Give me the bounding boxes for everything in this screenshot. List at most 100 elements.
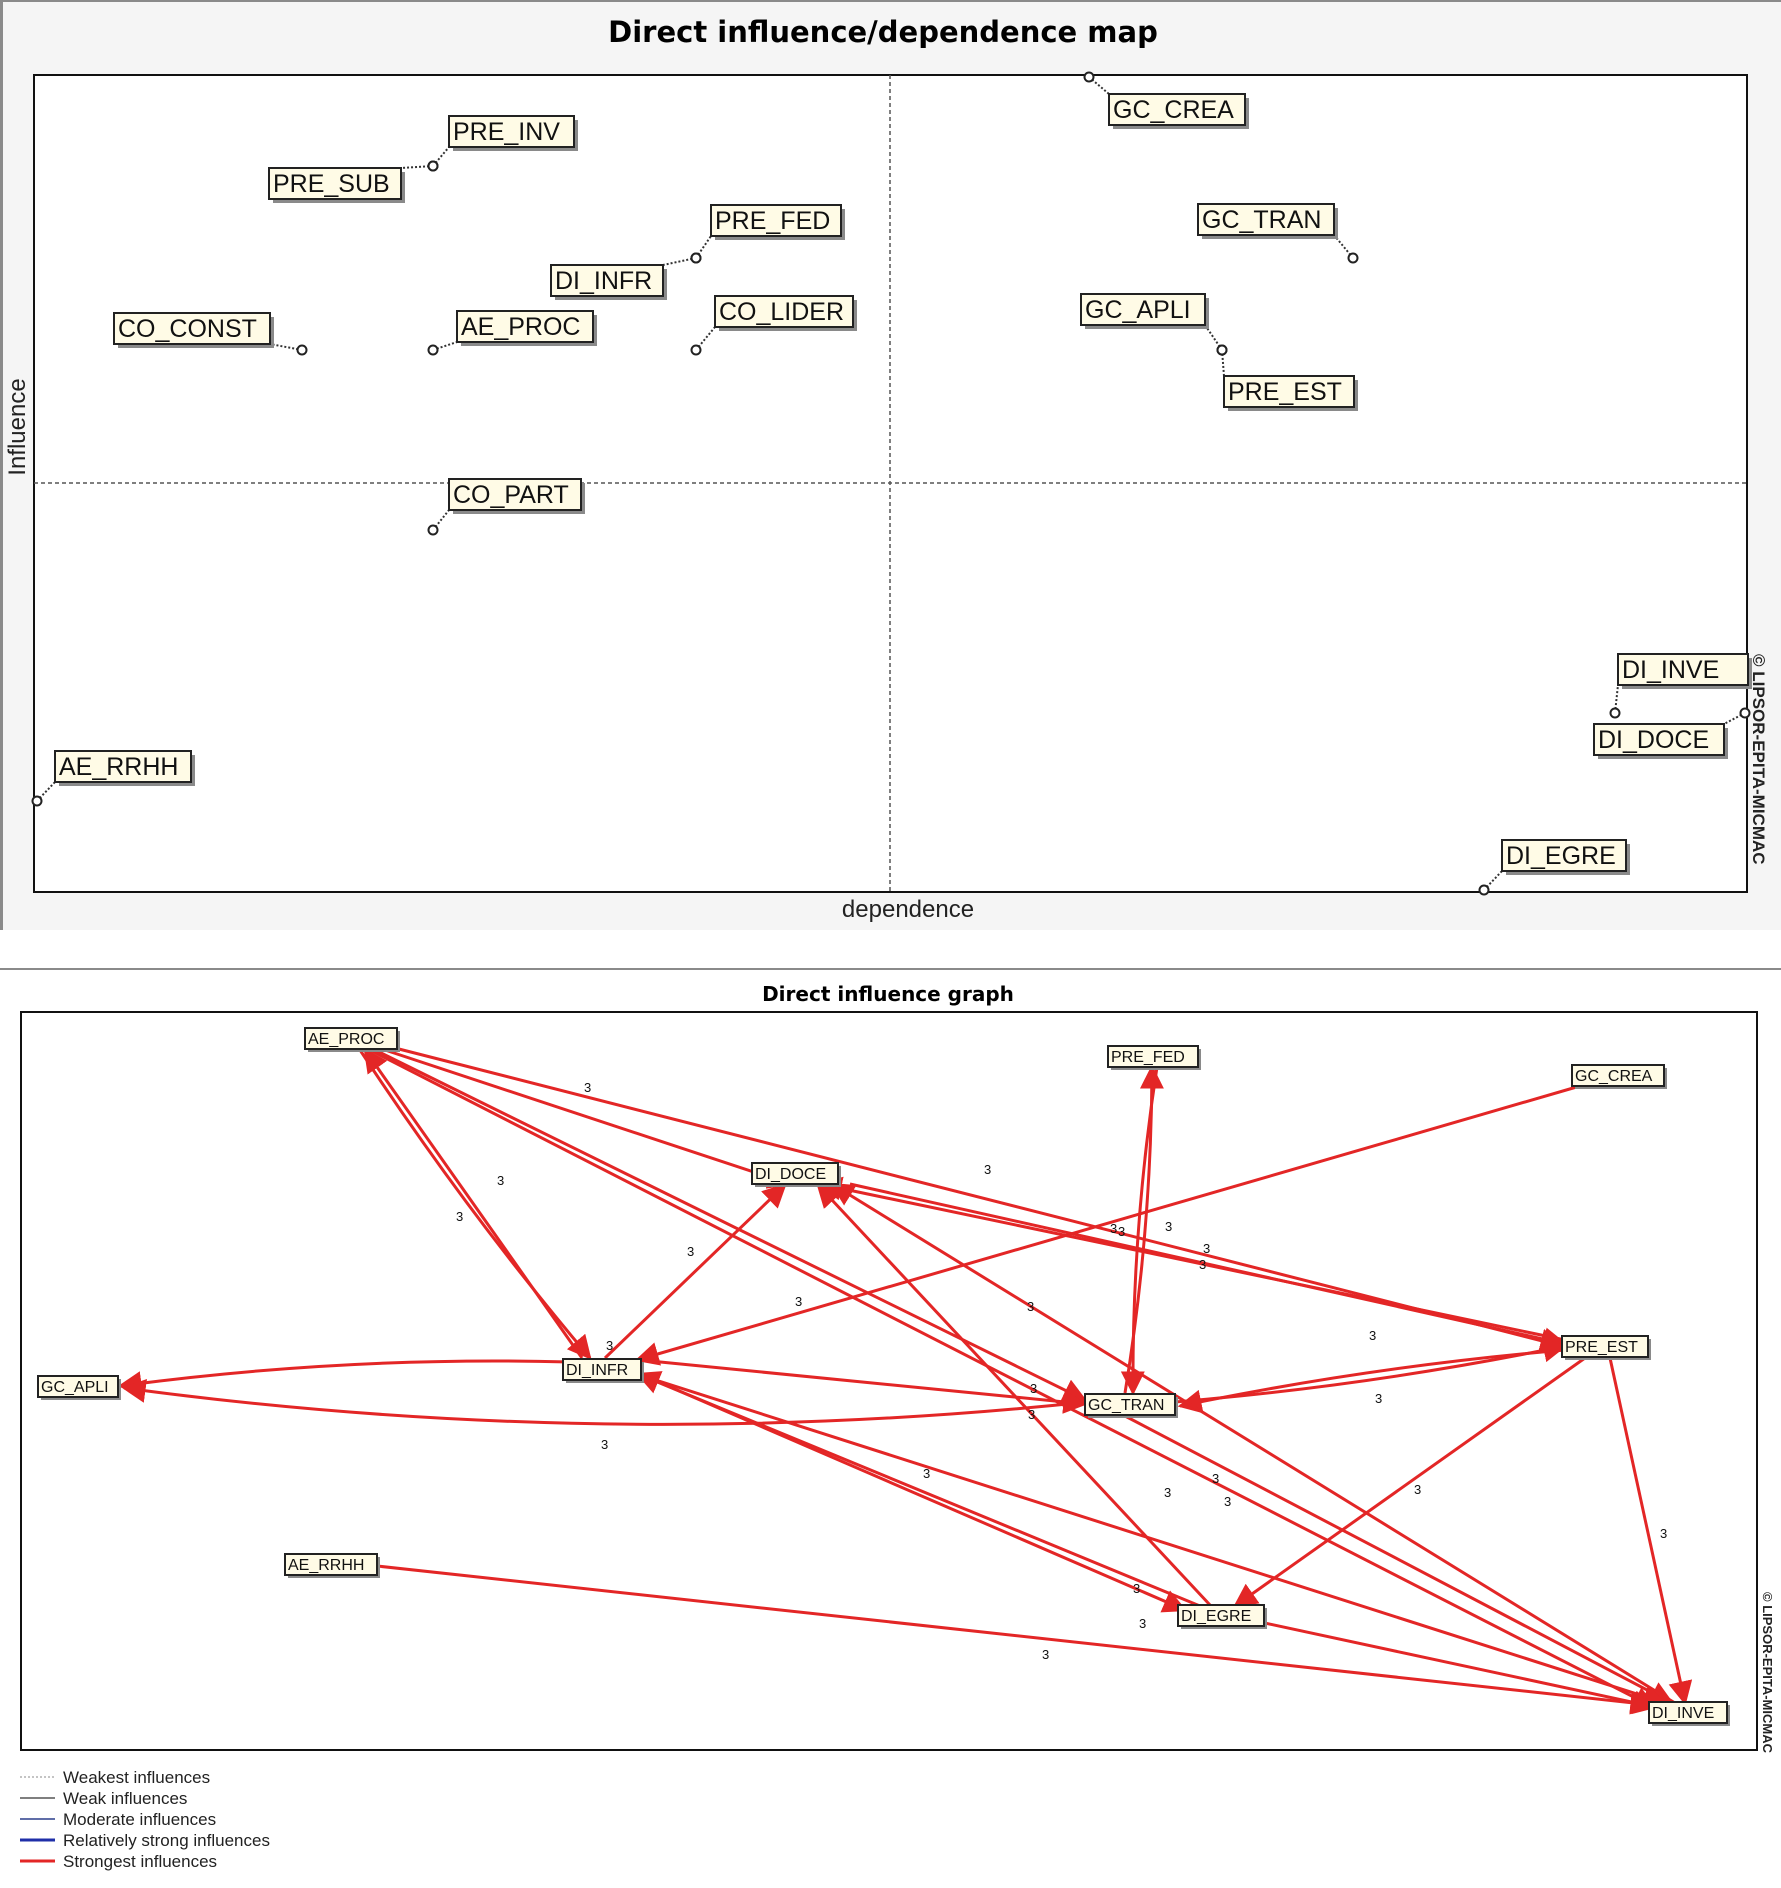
map-point-co-const: CO_CONST (113, 312, 308, 356)
map-label-box (54, 750, 192, 783)
map-point-marker (1739, 707, 1751, 719)
edge-weight-label: 3 (984, 1162, 991, 1177)
map-point-label: PRE_INV (453, 118, 560, 146)
graph-node-di-doce: DI_DOCE (751, 1162, 841, 1187)
graph-node-box (284, 1553, 378, 1576)
edge-ae-proc-to-di-inve (369, 1048, 1658, 1710)
edge-di-infr-to-di-doce (603, 1183, 787, 1360)
map-point-marker (1216, 344, 1228, 356)
edge-weight-label: 3 (1139, 1616, 1146, 1631)
graph-node-label: DI_EGRE (1181, 1608, 1251, 1625)
graph-plot-area (20, 1011, 1758, 1751)
map-point-marker (296, 344, 308, 356)
map-point-gc-crea: GC_CREA (1083, 71, 1249, 129)
edge-weight-label: 3 (497, 1173, 504, 1188)
edge-weight-label: 3 (1660, 1526, 1667, 1541)
edge-weight-label: 3 (1110, 1221, 1117, 1236)
graph-node-box (1107, 1045, 1199, 1068)
map-label-box (1617, 653, 1749, 686)
map-y-axis-label: Influence (4, 378, 31, 475)
map-x-axis-label: dependence (842, 896, 974, 923)
map-point-di-infr: DI_INFR (550, 252, 702, 300)
graph-node-label: DI_INVE (1652, 1705, 1714, 1722)
map-label-box (550, 264, 664, 297)
edge-ae-rrhh-to-di-inve (376, 1564, 1655, 1715)
graph-edges-layer (117, 1046, 1693, 1715)
edge-di-doce-to-pre-est (849, 1182, 1568, 1351)
influence-dependence-map: Direct influence/dependence map dependen… (4, 15, 1768, 923)
map-point-marker (1609, 707, 1621, 719)
map-point-marker (427, 344, 439, 356)
legend-label: Weak influences (63, 1789, 187, 1808)
map-point-ae-proc: AE_PROC (427, 310, 597, 356)
edge-ae-proc-to-di-doce (384, 1048, 793, 1189)
edge-ae-proc-to-gc-tran (374, 1048, 1088, 1402)
map-label-box (1223, 375, 1355, 408)
map-label-box (1501, 839, 1627, 872)
map-label-box (1108, 93, 1246, 126)
graph-copyright: © LIPSOR-EPITA-MICMAC (1760, 1592, 1775, 1754)
map-point-marker (31, 795, 43, 807)
graph-node-box (1571, 1064, 1665, 1087)
legend-label: Strongest influences (63, 1852, 217, 1871)
edge-weight-label: 3 (1133, 1581, 1140, 1596)
graph-node-label: DI_INFR (566, 1362, 628, 1379)
edge-weight-label: 3 (1414, 1482, 1421, 1497)
direct-influence-graph-panel: Direct influence graph © LIPSOR-EPITA-MI… (0, 968, 1781, 1888)
map-title: Direct influence/dependence map (608, 15, 1158, 49)
map-point-co-part: CO_PART (427, 478, 585, 536)
graph-node-box (304, 1027, 398, 1050)
graph-node-ae-rrhh: AE_RRHH (284, 1553, 380, 1578)
graph-node-di-egre: DI_EGRE (1177, 1604, 1267, 1629)
edge-weight-label: 3 (795, 1294, 802, 1309)
edge-di-infr-to-ae-proc (363, 1048, 584, 1359)
map-point-label: PRE_EST (1228, 378, 1342, 406)
map-copyright: © LIPSOR-EPITA-MICMAC (1749, 654, 1768, 865)
graph-node-box (1177, 1604, 1265, 1627)
graph-node-label: PRE_EST (1565, 1339, 1638, 1356)
map-label-box (113, 312, 271, 345)
edge-weight-label: 3 (1165, 1219, 1172, 1234)
legend-item: Weak influences (20, 1789, 187, 1808)
legend-item: Moderate influences (20, 1810, 216, 1829)
map-point-pre-sub: PRE_SUB (268, 160, 439, 203)
graph-node-label: AE_RRHH (288, 1557, 364, 1574)
legend-label: Moderate influences (63, 1810, 216, 1829)
map-label-box (1197, 203, 1335, 236)
legend-item: Weakest influences (20, 1768, 210, 1787)
graph-node-label: DI_DOCE (755, 1166, 826, 1183)
map-point-marker (690, 344, 702, 356)
edge-weight-label: 3 (1212, 1471, 1219, 1486)
legend-label: Weakest influences (63, 1768, 210, 1787)
map-point-label: GC_TRAN (1202, 206, 1321, 234)
graph-node-box (1561, 1335, 1649, 1358)
graph-node-di-infr: DI_INFR (562, 1358, 644, 1383)
graph-node-pre-est: PRE_EST (1561, 1335, 1651, 1360)
map-point-di-doce: DI_DOCE (1593, 707, 1751, 759)
map-point-label: PRE_FED (715, 207, 830, 235)
graph-nodes-layer: AE_PROCPRE_FEDGC_CREADI_DOCEGC_APLIDI_IN… (37, 1027, 1730, 1726)
edge-ae-proc-to-di-infr (358, 1049, 592, 1360)
edge-weight-label: 3 (606, 1338, 613, 1353)
graph-node-pre-fed: PRE_FED (1107, 1045, 1201, 1070)
edge-weight-label: 3 (1203, 1241, 1210, 1256)
map-point-label: GC_APLI (1085, 296, 1191, 324)
edge-pre-est-to-di-egre (1233, 1356, 1586, 1608)
graph-node-box (1084, 1393, 1176, 1416)
edge-weight-label: 3 (1042, 1647, 1049, 1662)
edge-di-egre-to-di-inve (1259, 1620, 1658, 1715)
graph-node-box (751, 1162, 839, 1185)
edge-di-infr-to-di-egre (639, 1372, 1188, 1613)
edge-weight-label: 3 (1199, 1257, 1206, 1272)
map-point-label: CO_CONST (118, 315, 257, 343)
edge-weight-label: 3 (601, 1437, 608, 1452)
graph-node-box (1648, 1701, 1728, 1724)
edge-di-infr-to-di-inve (639, 1373, 1668, 1708)
map-point-label: GC_CREA (1113, 96, 1234, 124)
edge-weight-label: 3 (1118, 1224, 1125, 1239)
graph-node-gc-crea: GC_CREA (1571, 1064, 1667, 1089)
edge-weight-label: 3 (1369, 1328, 1376, 1343)
legend-item: Strongest influences (20, 1852, 217, 1871)
map-point-label: DI_INFR (555, 267, 652, 295)
